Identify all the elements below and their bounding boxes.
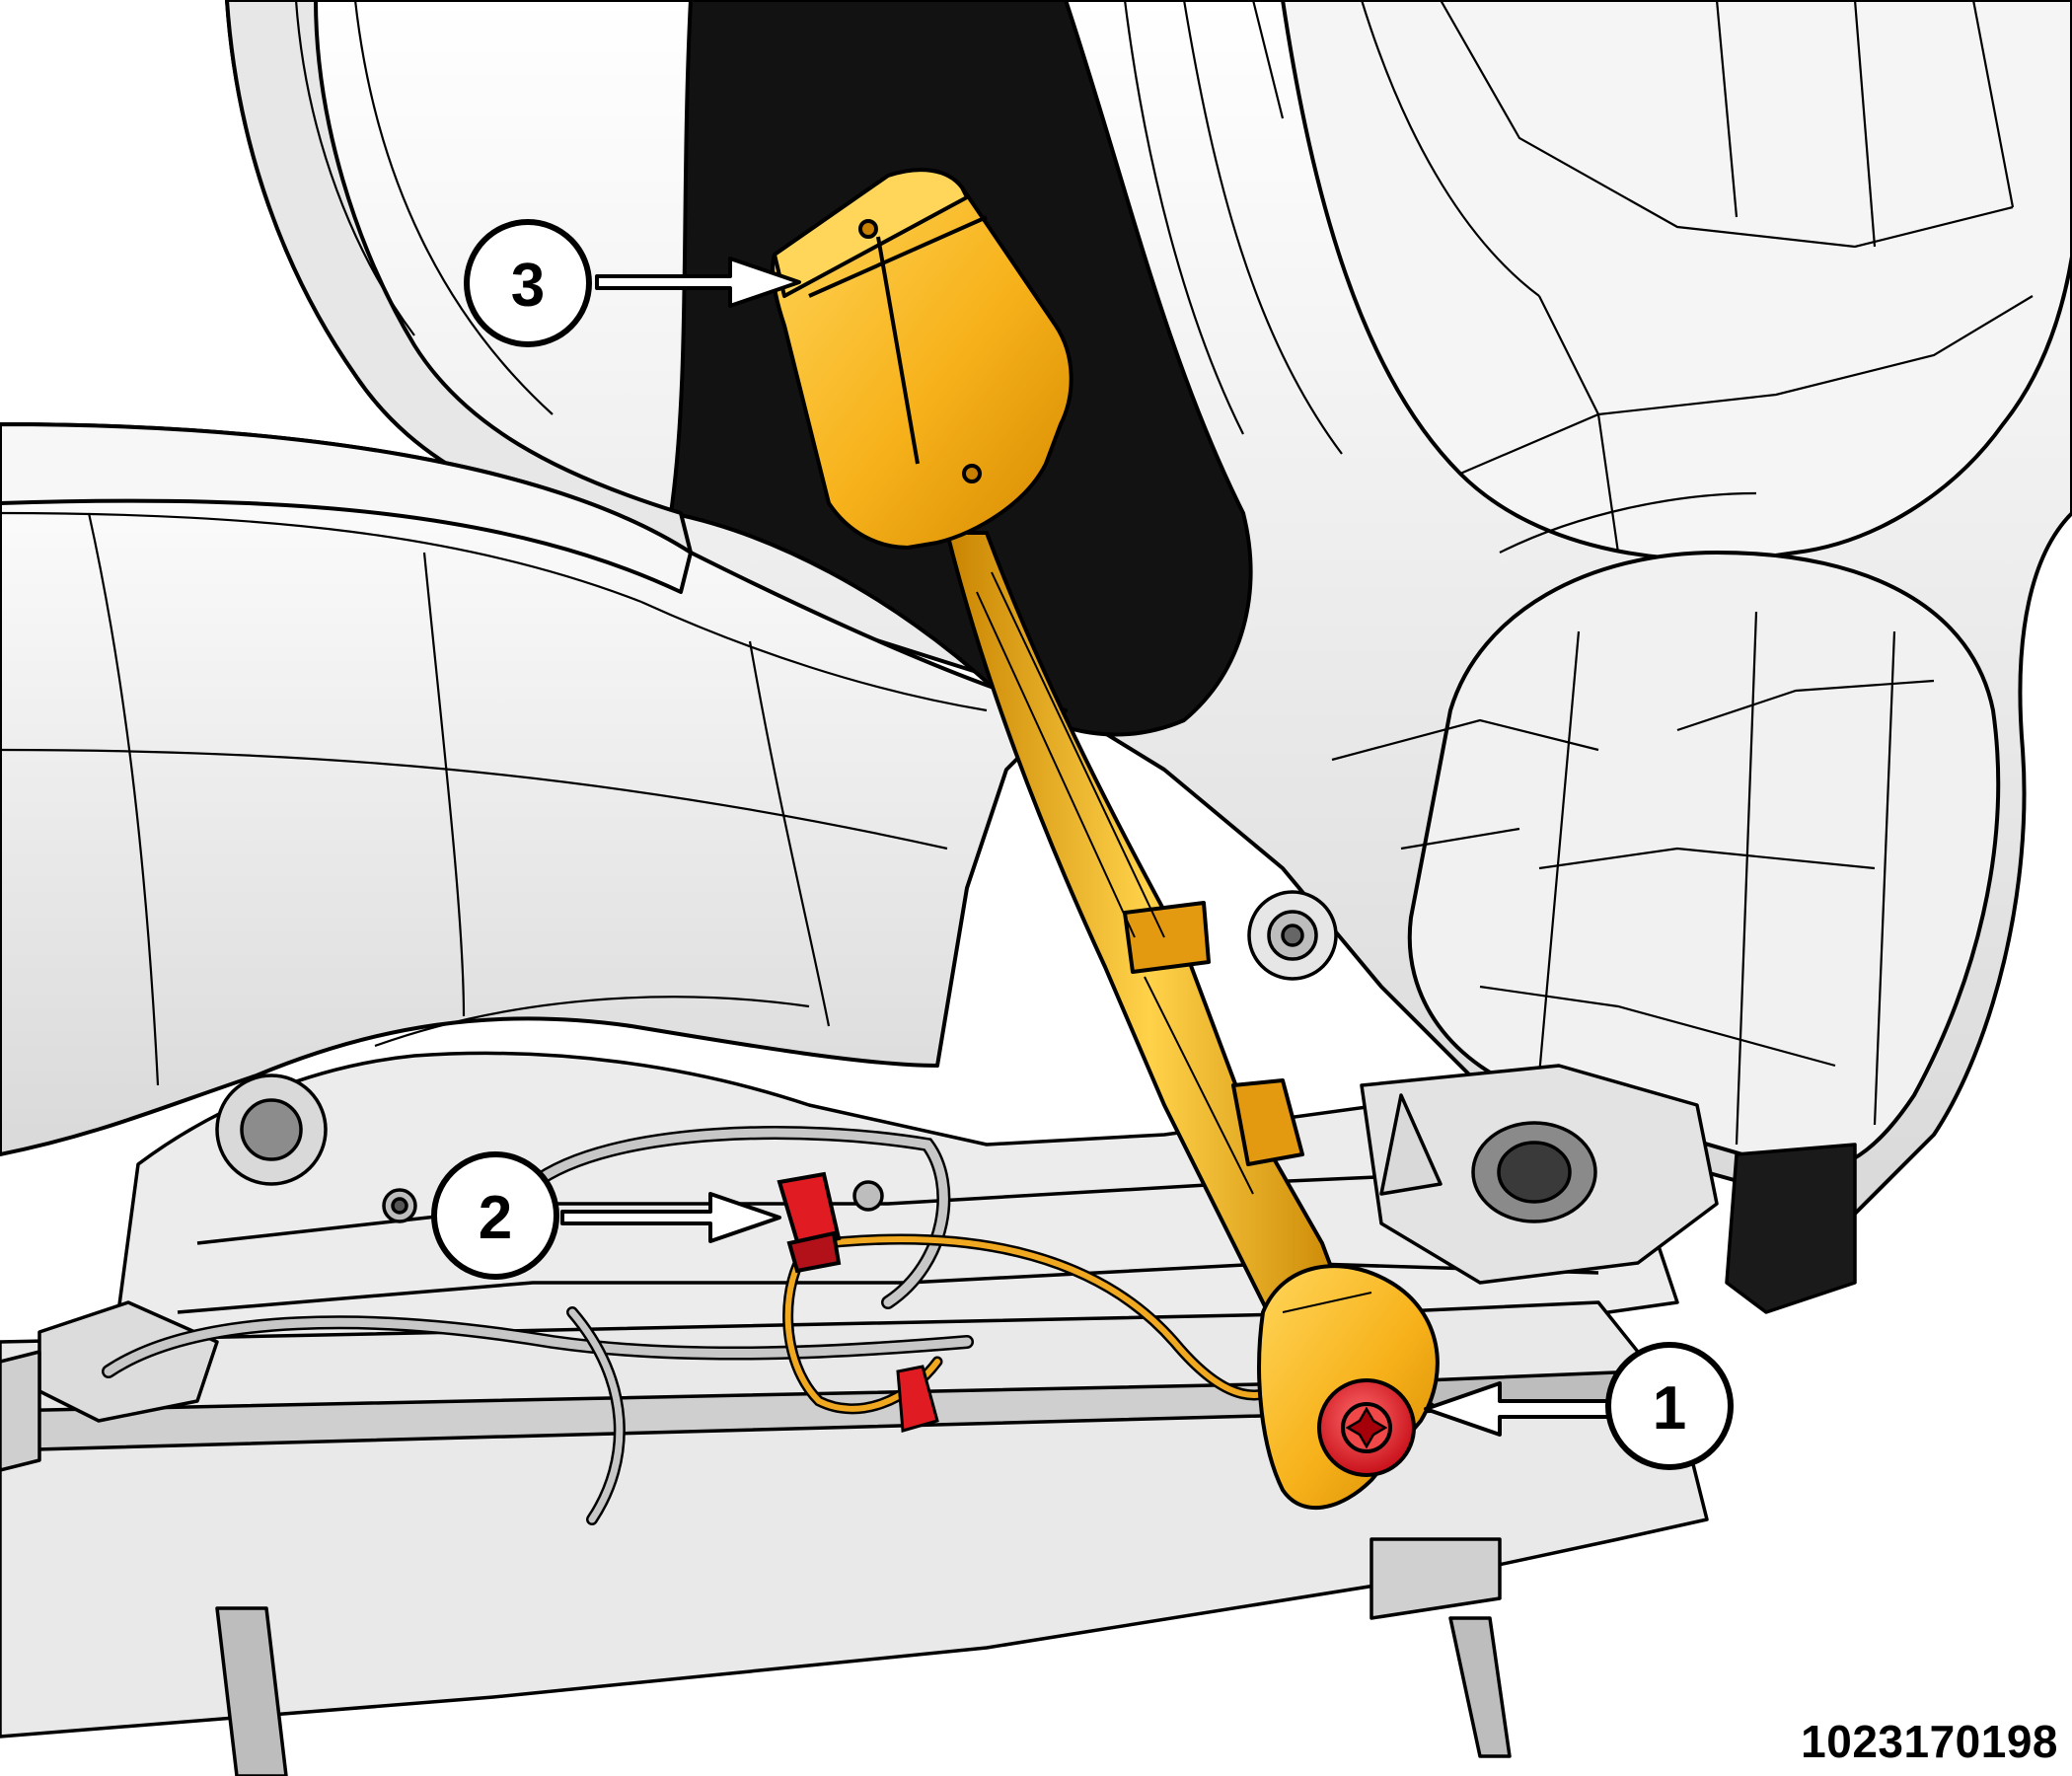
figure-id: 1023170198 — [1801, 1716, 2058, 1767]
callout-2-number: 2 — [479, 1184, 512, 1252]
seat-back-contour-lines — [294, 0, 2034, 1146]
wire-retainer-clip — [896, 1365, 939, 1433]
callout-1-circle — [1605, 1342, 1734, 1470]
seat-cushion-contour-lines — [0, 511, 988, 1086]
callout-1-number: 1 — [1653, 1374, 1686, 1443]
buckle-strap-detail-lines — [976, 571, 1372, 1313]
wire-connector — [777, 1171, 842, 1274]
anchor-bolt — [1317, 1378, 1416, 1477]
callout-1-leader-arrow — [1424, 1381, 1610, 1437]
callout-3-leader-arrow — [595, 257, 801, 308]
callout-1: 1 — [1424, 1342, 1734, 1470]
seat-belt-buckle-assembly — [771, 168, 1440, 1510]
seat-back — [225, 0, 2072, 1216]
callout-2-leader-arrow — [560, 1192, 781, 1243]
callout-3-number: 3 — [511, 252, 545, 320]
seat-cushion — [0, 422, 1068, 1156]
callout-3-circle — [464, 219, 592, 347]
callout-2: 2 — [431, 1151, 781, 1280]
callout-2-circle — [431, 1151, 559, 1280]
callout-3: 3 — [464, 219, 801, 347]
